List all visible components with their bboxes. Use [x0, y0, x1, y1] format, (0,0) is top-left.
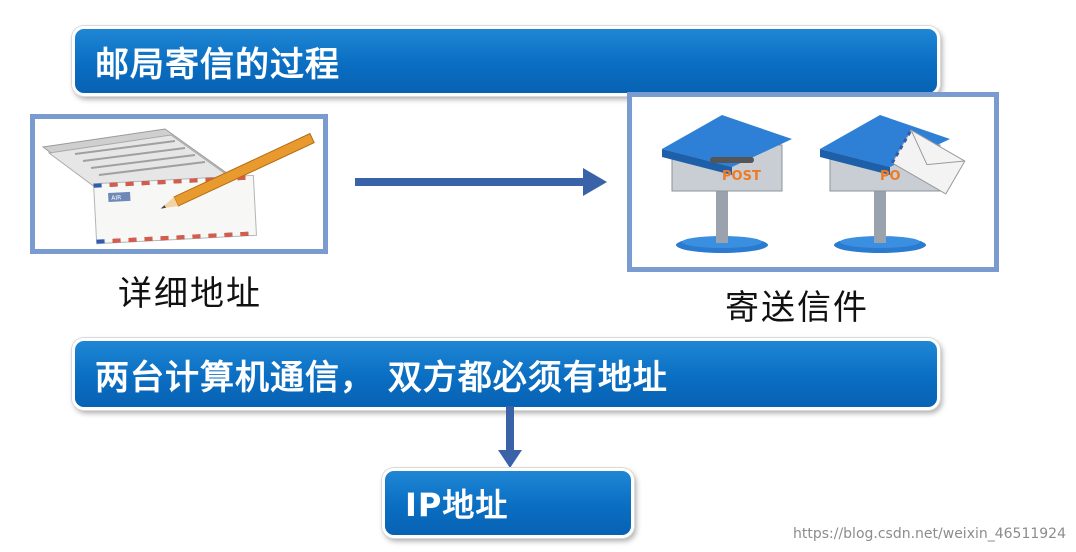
- title-banner: 邮局寄信的过程: [72, 26, 940, 96]
- communication-text: 两台计算机通信， 双方都必须有地址: [95, 357, 668, 398]
- envelope-label: AIR: [111, 194, 121, 202]
- envelope-with-pencil-icon: AIR: [41, 128, 315, 245]
- ip-address-banner: IP地址: [382, 468, 634, 538]
- arrow-down-icon: [498, 406, 522, 468]
- envelope: AIR: [93, 174, 257, 245]
- arrow-right-icon: [355, 168, 607, 196]
- title-text: 邮局寄信的过程: [95, 44, 340, 85]
- communication-banner: 两台计算机通信， 双方都必须有地址: [72, 338, 940, 410]
- mailbox-image-frame: POST PO: [627, 92, 999, 272]
- mailbox-icon: POST: [662, 115, 792, 253]
- address-image-frame: AIR: [30, 114, 328, 254]
- right-caption: 寄送信件: [725, 288, 869, 328]
- letter: [890, 129, 966, 195]
- watermark: https://blog.csdn.net/weixin_46511924: [792, 526, 1066, 542]
- pencil: [160, 132, 315, 209]
- ip-address-text: IP地址: [405, 486, 509, 524]
- left-caption: 详细地址: [118, 274, 262, 314]
- post-label-1: POST: [722, 169, 761, 184]
- post-label-2: PO: [880, 169, 901, 184]
- mailbox-with-letter-icon: PO: [820, 115, 966, 253]
